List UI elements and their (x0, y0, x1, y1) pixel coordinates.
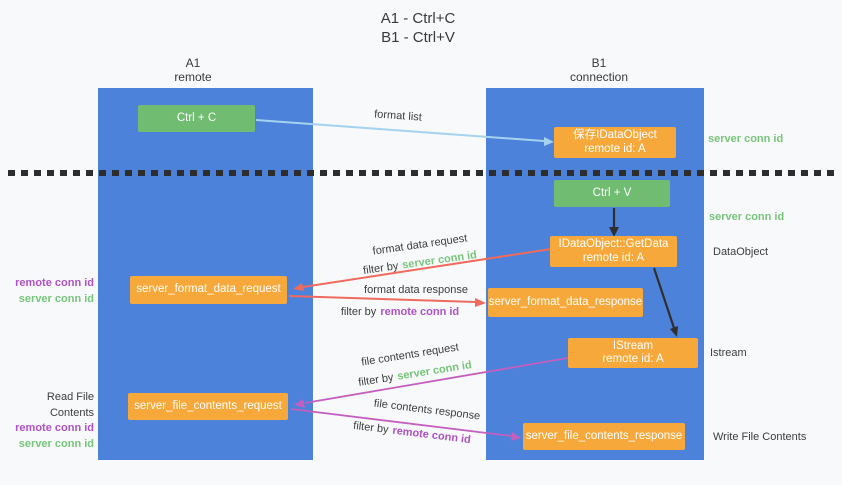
label-file-contents-response: file contents response (373, 397, 481, 423)
filter-key-server-conn-id: server conn id (396, 359, 473, 383)
annotation-istream: Istream (710, 347, 747, 359)
annotation-server-conn-id-top: server conn id (708, 133, 784, 145)
lifeline-name: B1 (591, 56, 607, 70)
lifeline-header-b1: B1 connection (529, 56, 669, 84)
node-ctrl-c: Ctrl + C (138, 105, 255, 132)
node-line2: remote id: A (582, 251, 645, 264)
node-istream: IStream remote id: A (568, 338, 698, 368)
node-label: server_file_contents_response (525, 429, 683, 442)
node-server-format-data-response: server_format_data_response (488, 288, 643, 317)
filter-prefix: filter by (362, 260, 400, 277)
filter-prefix: filter by (340, 306, 377, 318)
node-label: server_format_data_response (488, 295, 643, 308)
node-server-file-contents-response: server_file_contents_response (523, 423, 685, 450)
node-idataobject-getdata: IDataObject::GetData remote id: A (550, 236, 677, 267)
node-server-file-contents-request: server_file_contents_request (128, 393, 288, 420)
filter-prefix: filter by (352, 419, 390, 437)
node-save-idataobject: 保存IDataObject remote id: A (554, 127, 676, 158)
annotation-left-conn-ids-bottom: Read File Contents remote conn id server… (0, 390, 94, 452)
node-label: Ctrl + V (592, 186, 632, 199)
annotation-remote-conn-id: remote conn id (15, 277, 94, 289)
title-line-b1: B1 - Ctrl+V (381, 29, 455, 46)
annotation-write-file-contents: Write File Contents (713, 431, 807, 443)
label-format-data-response: format data response (364, 284, 468, 296)
title-line-a1: A1 - Ctrl+C (380, 10, 456, 27)
lifeline-role: connection (569, 69, 629, 84)
annotation-dataobject: DataObject (713, 246, 769, 258)
filter-prefix: filter by (357, 371, 395, 389)
node-line1: 保存IDataObject (573, 129, 657, 141)
annotation-server-conn-id: server conn id (18, 292, 94, 305)
node-server-format-data-request: server_format_data_request (130, 276, 287, 304)
annotation-remote-conn-id: remote conn id (15, 422, 94, 434)
label-format-list: format list (373, 108, 423, 124)
filter-key-server-conn-id: server conn id (401, 249, 478, 272)
annotation-left-conn-ids-top: remote conn id server conn id (0, 276, 94, 307)
node-ctrl-v: Ctrl + V (554, 180, 670, 207)
node-label: server_format_data_request (136, 283, 281, 296)
node-line2: remote id: A (602, 353, 664, 365)
filter-key-remote-conn-id: remote conn id (391, 424, 472, 447)
node-line2: remote id: A (584, 142, 646, 155)
annotation-server-conn-id-mid: server conn id (709, 211, 785, 223)
filter-key-remote-conn-id: remote conn id (380, 306, 460, 318)
annotation-read-file-contents: Read File Contents (46, 391, 94, 419)
node-label: Ctrl + C (176, 111, 217, 124)
lifeline-header-a1: A1 remote (123, 56, 263, 84)
node-label: server_file_contents_request (134, 399, 282, 412)
diagram-title: A1 - Ctrl+C B1 - Ctrl+V (381, 9, 456, 47)
annotation-server-conn-id: server conn id (18, 437, 94, 450)
node-line1: IStream (612, 339, 654, 352)
lifeline-role: remote (174, 69, 212, 84)
node-line1: IDataObject::GetData (558, 238, 669, 250)
lifeline-name: A1 (185, 56, 201, 70)
